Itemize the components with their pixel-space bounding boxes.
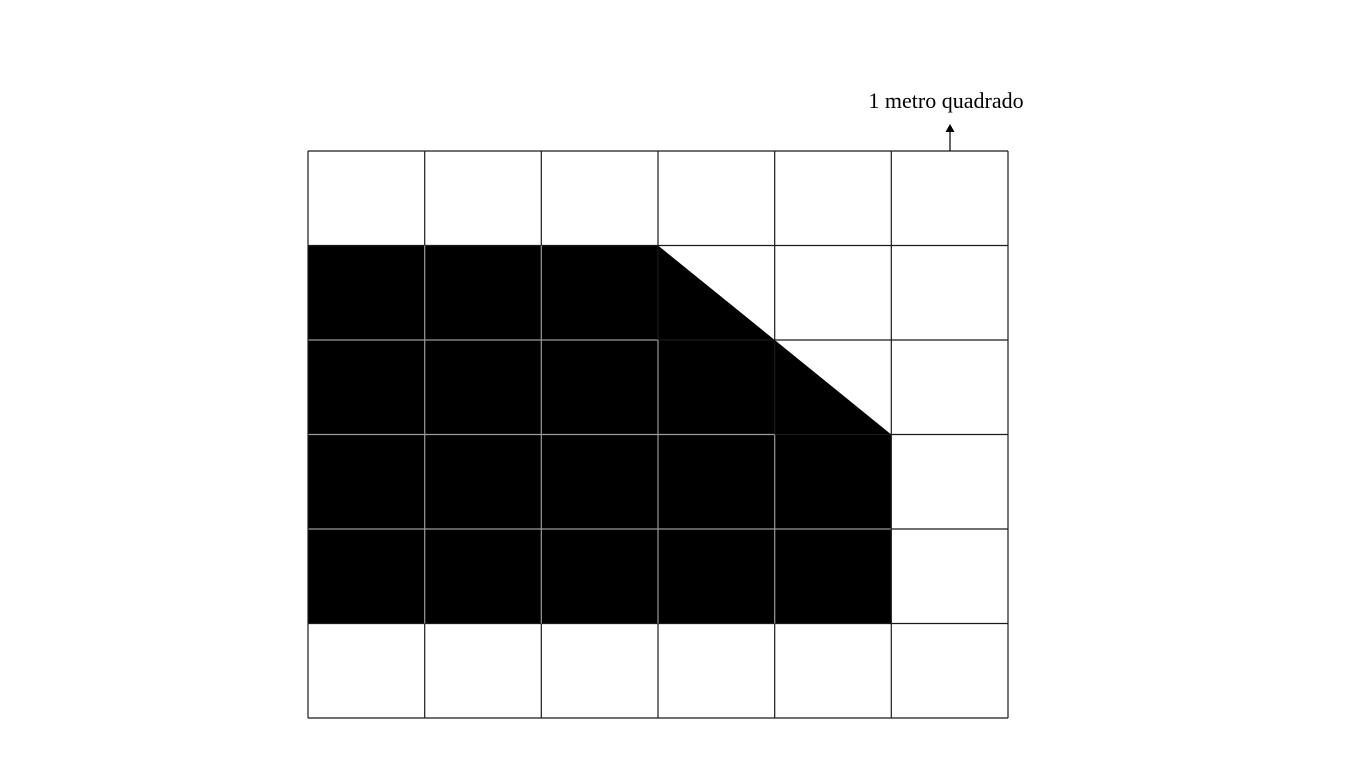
- shaded-cell: [424, 529, 542, 624]
- grid-lines: [307, 150, 1009, 719]
- shaded-triangle: [658, 245, 775, 340]
- shaded-cell: [308, 529, 425, 624]
- shaded-cell: [424, 434, 542, 529]
- shaded-cell: [541, 529, 658, 624]
- unit-annotation: 1 metro quadrado: [868, 88, 1024, 151]
- shaded-cell: [658, 434, 775, 529]
- shaded-cell: [424, 340, 542, 435]
- shaded-region: [308, 245, 892, 624]
- shaded-triangle: [774, 340, 892, 435]
- shaded-cell: [541, 434, 658, 529]
- shaded-cell: [541, 340, 658, 435]
- shaded-cell: [308, 434, 425, 529]
- shaded-cell: [424, 245, 542, 340]
- shaded-cell: [658, 529, 775, 624]
- shaded-cell: [541, 245, 658, 340]
- unit-label: 1 metro quadrado: [868, 88, 1023, 113]
- shaded-cell: [658, 340, 775, 435]
- shaded-cell: [774, 529, 892, 624]
- shaded-cell: [774, 434, 892, 529]
- shaded-cell: [308, 340, 425, 435]
- arrow-up-icon: [945, 124, 955, 132]
- shaded-cell: [308, 245, 425, 340]
